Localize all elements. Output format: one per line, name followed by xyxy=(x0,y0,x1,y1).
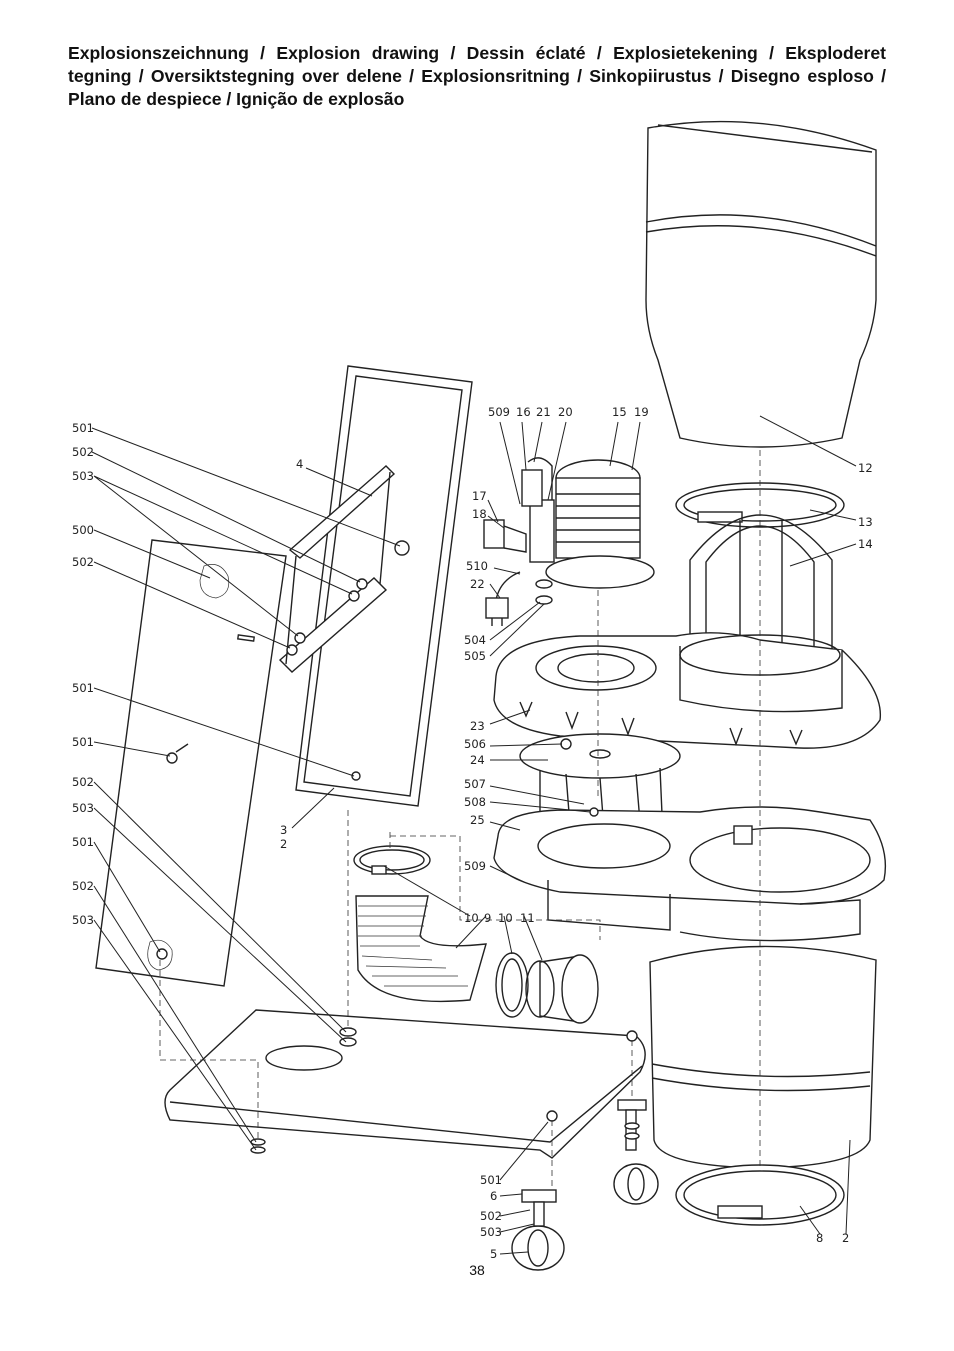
callout-505: 505 xyxy=(464,649,486,663)
adapter-11 xyxy=(525,954,599,1024)
callout-506: 506 xyxy=(464,737,486,751)
collection-bag-2 xyxy=(649,945,877,1169)
callout-12: 12 xyxy=(858,461,873,475)
callout-503: 503 xyxy=(72,469,94,483)
hardware-screws xyxy=(156,540,640,1154)
leader-lines xyxy=(91,415,857,1255)
callout-501: 501 xyxy=(72,835,94,849)
castor-wheel-rear xyxy=(613,1099,659,1205)
callout-504: 504 xyxy=(464,633,486,647)
callout-507: 507 xyxy=(464,777,486,791)
callout-509: 509 xyxy=(464,859,486,873)
callout-17: 17 xyxy=(472,489,487,503)
filter-cage-14 xyxy=(689,514,833,656)
callout-16: 16 xyxy=(516,405,531,419)
front-panel-2 xyxy=(95,539,287,987)
page-number: 38 xyxy=(469,1262,485,1278)
callout-503: 503 xyxy=(480,1225,502,1239)
callout-501: 501 xyxy=(72,735,94,749)
callout-500: 500 xyxy=(72,523,94,537)
upper-housing-23 xyxy=(493,632,882,749)
callout-24: 24 xyxy=(470,753,485,767)
callout-11: 11 xyxy=(520,911,535,925)
back-panel-3 xyxy=(295,365,473,807)
callout-8: 8 xyxy=(816,1231,823,1245)
callout-25: 25 xyxy=(470,813,485,827)
callout-501: 501 xyxy=(480,1173,502,1187)
clamp-10-side xyxy=(495,952,529,1018)
callout-20: 20 xyxy=(558,405,573,419)
assembly-center-lines xyxy=(159,450,761,1190)
base-plate xyxy=(164,1009,646,1159)
callout-509: 509 xyxy=(488,405,510,419)
callout-501: 501 xyxy=(72,681,94,695)
callout-502: 502 xyxy=(72,555,94,569)
brace-4 xyxy=(278,465,396,673)
callout-502: 502 xyxy=(72,445,94,459)
callout-3: 3 xyxy=(280,823,287,837)
callout-5: 5 xyxy=(490,1247,497,1261)
callout-2: 2 xyxy=(842,1231,849,1245)
page-heading: Explosionszeichnung / Explosion drawing … xyxy=(68,43,886,109)
power-plug-22 xyxy=(485,571,521,626)
callout-23: 23 xyxy=(470,719,485,733)
callout-503: 503 xyxy=(72,801,94,815)
callout-510: 510 xyxy=(466,559,488,573)
castor-wheel-5 xyxy=(511,1189,565,1271)
callout-18: 18 xyxy=(472,507,487,521)
callout-4: 4 xyxy=(296,457,303,471)
callout-labels: 501 502 503 500 502 4 501 501 502 503 50… xyxy=(72,405,873,1261)
callout-502: 502 xyxy=(72,879,94,893)
clamp-10-top xyxy=(353,845,431,875)
callout-21: 21 xyxy=(536,405,551,419)
callout-10: 10 xyxy=(464,911,479,925)
callout-15: 15 xyxy=(612,405,627,419)
filter-bag-upper xyxy=(645,120,877,448)
callout-14: 14 xyxy=(858,537,873,551)
callout-9: 9 xyxy=(484,911,491,925)
callout-502: 502 xyxy=(480,1209,502,1223)
switch-bracket-17-18 xyxy=(483,519,527,553)
callout-2: 2 xyxy=(280,837,287,851)
callout-6: 6 xyxy=(490,1189,497,1203)
callout-503: 503 xyxy=(72,913,94,927)
lower-housing-25 xyxy=(493,806,887,942)
callout-10: 10 xyxy=(498,911,513,925)
washers-504-505 xyxy=(535,579,553,605)
callout-508: 508 xyxy=(464,795,486,809)
callout-19: 19 xyxy=(634,405,649,419)
callout-501: 501 xyxy=(72,421,94,435)
callout-13: 13 xyxy=(858,515,873,529)
callout-502: 502 xyxy=(72,775,94,789)
motor-assembly xyxy=(521,457,655,589)
clamp-ring-8 xyxy=(675,1164,845,1226)
callout-22: 22 xyxy=(470,577,485,591)
flex-hose-9 xyxy=(355,895,487,1003)
